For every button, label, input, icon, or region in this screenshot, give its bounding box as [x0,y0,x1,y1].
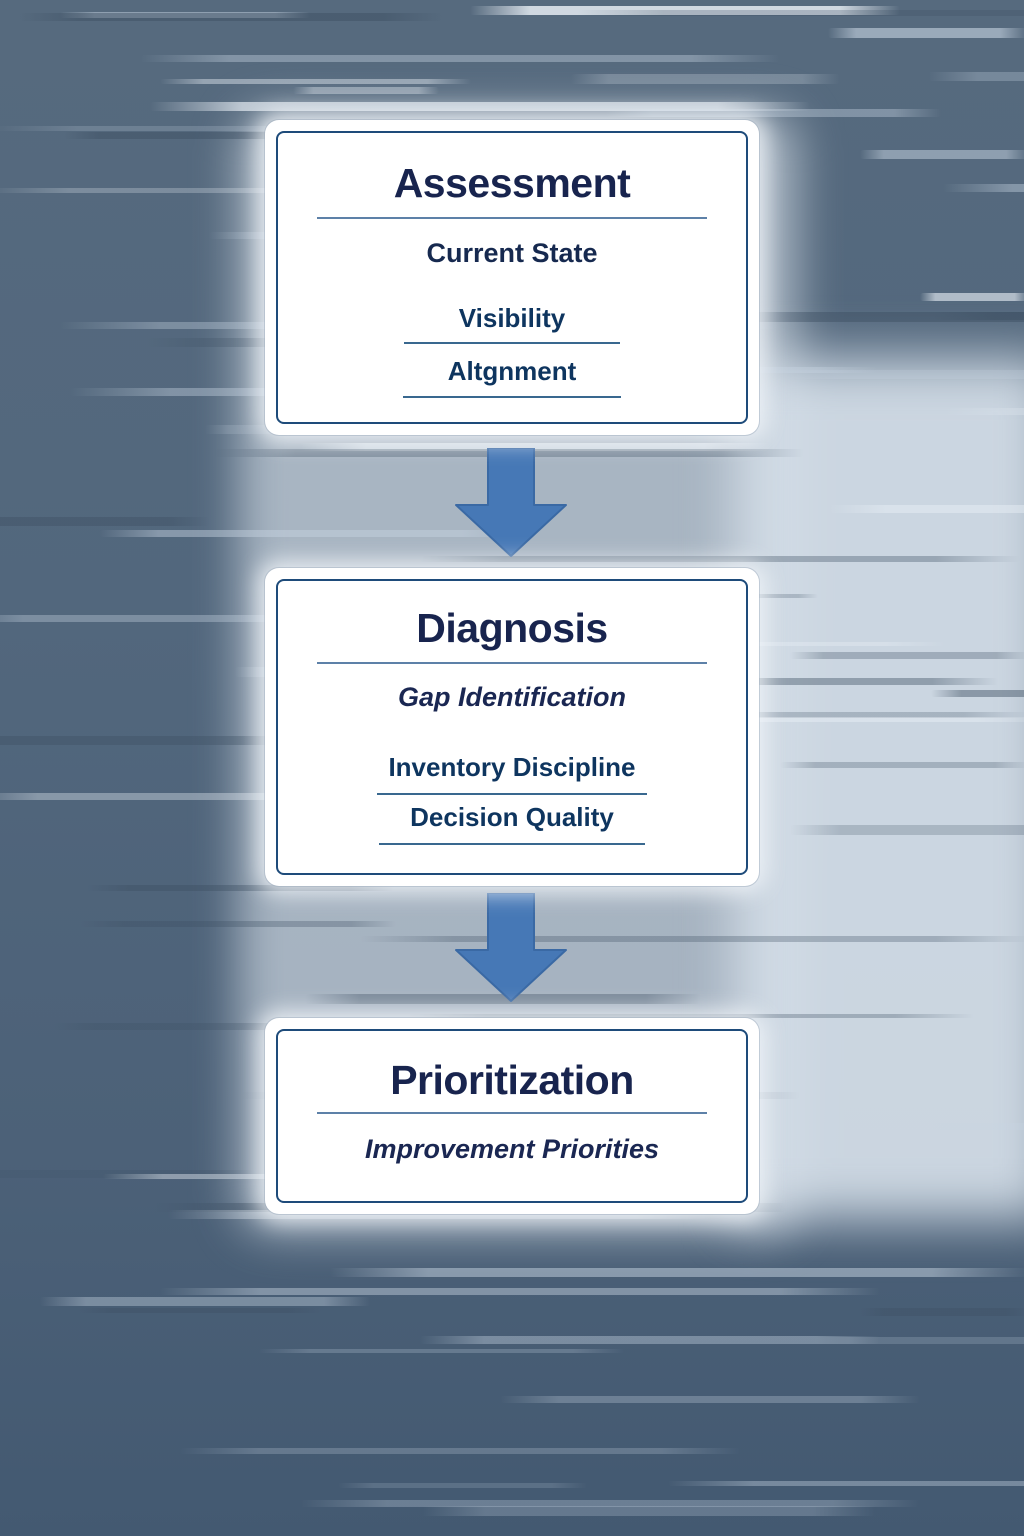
motion-streak [300,1500,920,1507]
motion-streak [667,1481,1024,1486]
motion-streak [571,74,841,84]
motion-streak [60,12,310,18]
motion-streak [500,1396,920,1403]
box-border-frame [276,1029,748,1203]
motion-streak [470,6,900,15]
motion-streak [860,150,1024,159]
title-divider [317,217,707,219]
box-title: Prioritization [390,1057,634,1103]
motion-streak [40,1297,370,1306]
motion-streak [330,1268,1024,1277]
motion-streak [860,1308,1024,1316]
item-underline [379,843,645,845]
motion-streak [934,312,1024,321]
item-underline [404,342,620,344]
box-item: Visibility [458,303,566,333]
box-item: Altgnment [447,356,577,386]
motion-streak [422,1505,877,1516]
flow-box-prioritization: Prioritization Improvement Priorities [265,1018,759,1214]
motion-streak [828,28,1024,38]
motion-streak [140,55,780,62]
box-title: Assessment [393,160,631,206]
motion-streak [293,86,439,95]
box-item: Inventory Discipline [388,752,636,782]
item-underline [403,396,621,398]
motion-streak [160,78,472,84]
motion-streak [927,71,1024,81]
item-underline [377,793,647,795]
box-border-frame [276,131,748,424]
arrow-down-icon [455,893,567,1002]
box-subtitle: Gap Identification [397,682,626,712]
motion-streak [258,1349,625,1354]
box-item: Decision Quality [410,802,614,832]
title-divider [317,662,707,664]
motion-streak [920,293,1024,301]
motion-streak [420,1336,880,1344]
motion-streak [0,1170,256,1178]
title-divider [317,1112,707,1114]
box-border-frame [276,579,748,875]
motion-streak [160,1288,880,1295]
flow-box-diagnosis: Diagnosis Gap Identification Inventory D… [265,568,759,886]
motion-streak [814,1337,1024,1345]
motion-streak [576,9,1024,16]
motion-streak [150,102,810,111]
box-title: Diagnosis [416,605,608,651]
background-light-region-right [735,358,1024,1220]
flow-box-assessment: Assessment Current State Visibility Altg… [265,120,759,435]
motion-streak [943,183,1024,193]
arrow-down-icon [455,448,567,557]
motion-streak [0,517,210,527]
motion-streak [337,1482,587,1488]
box-subtitle: Current State [426,238,598,268]
motion-streak [18,13,443,22]
box-subtitle: Improvement Priorities [364,1134,660,1164]
motion-streak [79,1307,322,1313]
motion-streak [180,1448,740,1454]
